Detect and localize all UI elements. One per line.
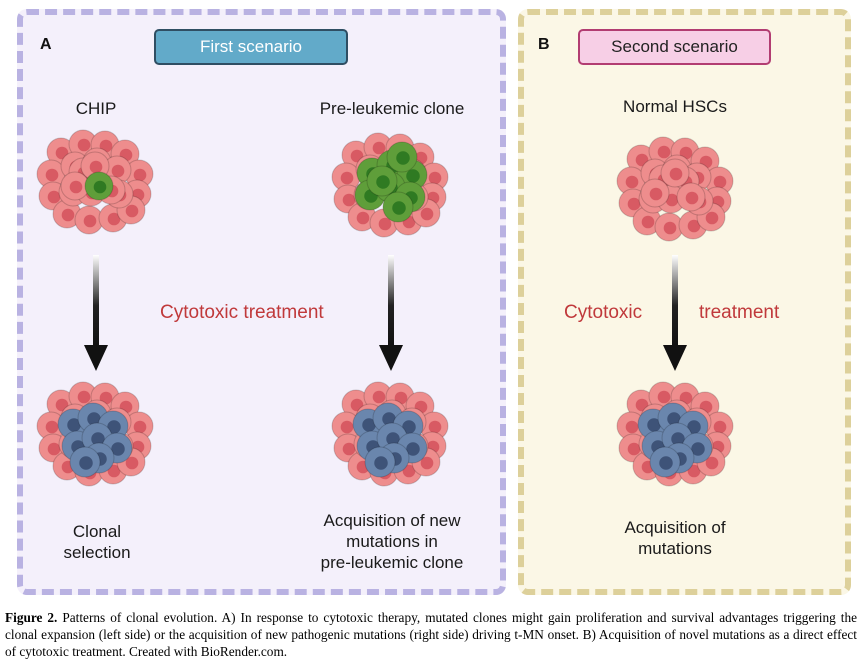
panel-b: [518, 9, 851, 595]
chip-cell-cluster: [36, 129, 154, 235]
treatment-label-b: treatment: [699, 302, 780, 323]
new-mutations-label: Acquisition of new mutations in pre-leuk…: [320, 511, 464, 572]
panel-a-letter: A: [40, 36, 52, 53]
caption-figure-label: Figure 2.: [5, 610, 58, 625]
second-scenario-title: Second scenario: [578, 29, 771, 65]
normal-hscs-label: Normal HSCs: [623, 97, 727, 116]
new-mutations-cell-cluster: [331, 381, 449, 487]
normal-hsc-cell-cluster: [616, 136, 734, 242]
cytotoxic-treatment-label-a: Cytotoxic treatment: [160, 302, 324, 323]
arrow-normal-hsc: [663, 255, 687, 371]
panel-b-letter: B: [538, 36, 550, 53]
pre-leukemic-cell-cluster: [331, 132, 449, 238]
chip-label: CHIP: [75, 99, 117, 118]
arrow-chip: [84, 255, 108, 371]
first-scenario-title: First scenario: [154, 29, 348, 65]
figure-caption: Figure 2. Patterns of clonal evolution. …: [5, 609, 857, 660]
cytotoxic-label-b: Cytotoxic: [564, 302, 643, 323]
arrow-pre-leukemic: [379, 255, 403, 371]
clonal-selection-label: Clonal selection: [63, 522, 131, 562]
clonal-selection-cell-cluster: [36, 381, 154, 487]
acquisition-of-mutations-label: Acquisition of mutations: [624, 518, 726, 558]
caption-text: Patterns of clonal evolution. A) In resp…: [5, 610, 857, 659]
acquired-mutations-cell-cluster: [616, 381, 734, 487]
pre-leukemic-clone-label: Pre-leukemic clone: [319, 99, 465, 118]
